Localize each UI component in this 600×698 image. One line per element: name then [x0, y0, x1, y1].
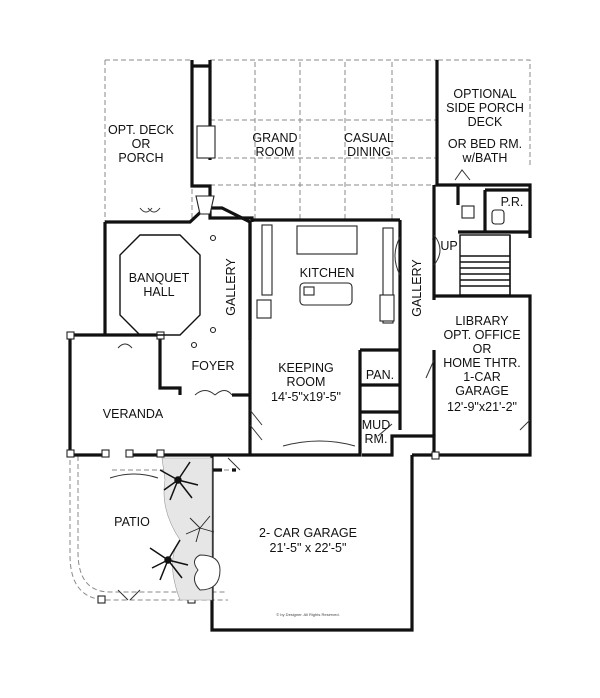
label-library-1: LIBRARY — [455, 314, 509, 328]
label-library-dims: 12'-9"x21'-2" — [447, 400, 517, 414]
door-swings — [109, 169, 531, 601]
label-dining-2: DINING — [347, 145, 391, 159]
label-side-porch-1: OPTIONAL — [453, 87, 516, 101]
patio-outline — [69, 452, 236, 601]
label-library-3: OR — [473, 342, 492, 356]
powder-room-fixtures — [461, 205, 505, 225]
label-gallery-right: GALLERY — [410, 259, 424, 317]
label-powder-room: P.R. — [501, 195, 524, 209]
label-side-porch-3: DECK — [468, 115, 503, 129]
label-up: UP — [440, 239, 457, 253]
label-library-4: HOME THTR. — [443, 356, 521, 370]
label-library-6: GARAGE — [455, 384, 509, 398]
label-opt-deck-2: OR — [132, 137, 151, 151]
label-mud-1: MUD — [362, 418, 390, 432]
side-porch-outline — [438, 59, 531, 168]
label-grand-2: ROOM — [256, 145, 295, 159]
label-kitchen: KITCHEN — [300, 266, 355, 280]
label-banquet-2: HALL — [143, 285, 174, 299]
label-veranda: VERANDA — [103, 407, 164, 421]
label-dining-1: CASUAL — [344, 131, 394, 145]
label-mud-2: RM. — [365, 432, 388, 446]
stairs — [459, 234, 511, 296]
label-keeping-1: KEEPING — [278, 361, 334, 375]
label-library-5: 1-CAR — [463, 370, 501, 384]
landscaping — [149, 457, 221, 601]
label-banquet-1: BANQUET — [129, 271, 190, 285]
label-copyright: © by Designer. All Rights Reserved. — [276, 612, 339, 617]
label-library-2: OPT. OFFICE — [443, 328, 520, 342]
label-side-porch-6: w/BATH — [462, 151, 508, 165]
label-garage: 2- CAR GARAGE — [259, 526, 357, 540]
walls — [68, 60, 532, 632]
label-pantry: PAN. — [366, 368, 394, 382]
label-side-porch-2: SIDE PORCH — [446, 101, 524, 115]
label-patio: PATIO — [114, 515, 150, 529]
label-keeping-dims: 14'-5"x19'-5" — [271, 390, 341, 404]
label-grand-1: GRAND — [252, 131, 297, 145]
room-labels: OPT. DECK OR PORCH GRAND ROOM CASUAL DIN… — [103, 87, 524, 617]
rear-deck-grid — [210, 59, 438, 220]
label-opt-deck-3: PORCH — [118, 151, 163, 165]
label-foyer: FOYER — [191, 359, 234, 373]
fireplace — [195, 125, 216, 215]
kitchen-fixtures — [256, 224, 395, 324]
label-gallery-left: GALLERY — [224, 258, 238, 316]
banquet-ceiling — [119, 234, 217, 349]
label-side-porch-5: OR BED RM. — [448, 137, 522, 151]
label-garage-dims: 21'-5" x 22'-5" — [270, 541, 347, 555]
label-opt-deck-1: OPT. DECK — [108, 123, 175, 137]
label-keeping-2: ROOM — [287, 375, 326, 389]
